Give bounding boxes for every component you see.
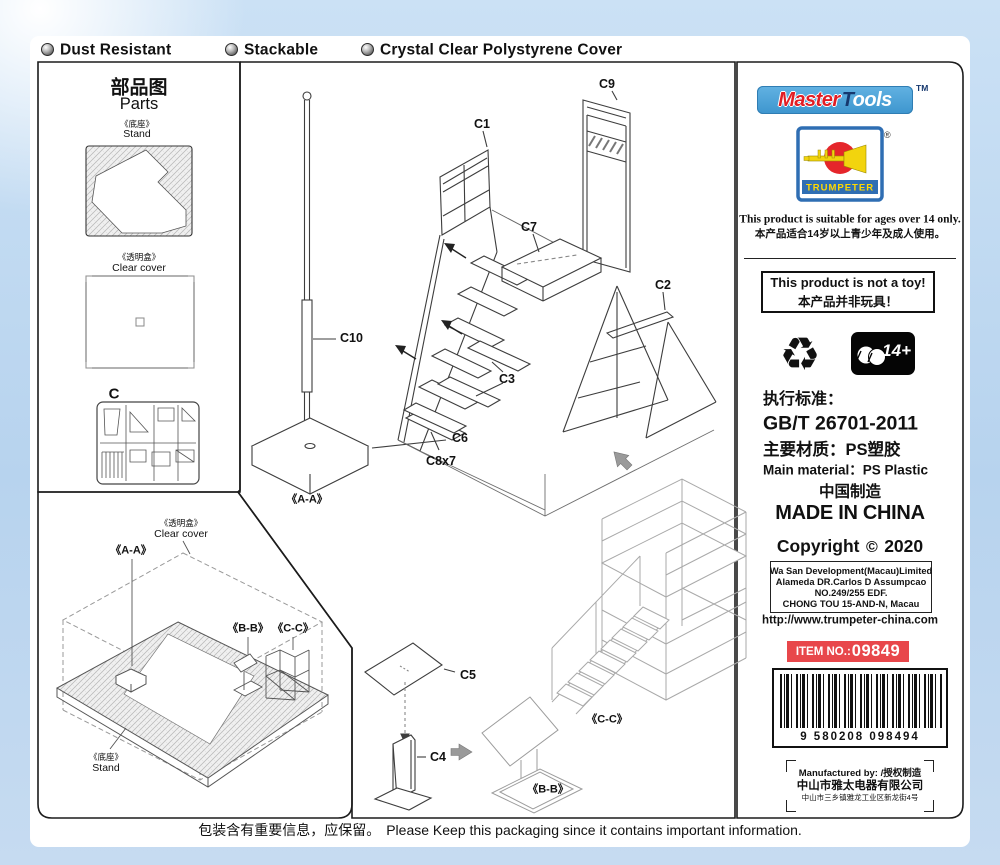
age-notice-zh: 本产品适合14岁以上青少年及成人使用。: [754, 227, 946, 240]
stand-label-zh: 《底座》: [119, 118, 155, 129]
manufacturer-name: 中山市雅太电器有限公司: [796, 780, 924, 792]
feature-bullet-icon: [225, 43, 238, 56]
manufacturer-address: 中山市三乡镇雅龙工业区新龙街4号: [801, 793, 919, 802]
callout-c9: C9: [599, 76, 615, 91]
manufacturer-box: Manufactured by: /授权制造 中山市雅太电器有限公司 中山市三乡…: [786, 760, 934, 812]
feature-stackable: Stackable: [244, 41, 319, 59]
assembly-bb-label: 《B-B》: [227, 622, 269, 635]
age-14-faces-icon: [856, 346, 886, 366]
age-notice-en: This product is suitable for ages over 1…: [739, 213, 961, 226]
copyright-year: 2020: [884, 536, 924, 556]
address-line: NO.249/255 EDF.: [814, 587, 888, 598]
sprue-label: C: [108, 385, 120, 403]
made-in-china-zh: 中国制造: [818, 483, 882, 501]
manufactured-by-line: Manufactured by: /授权制造: [798, 768, 922, 779]
feature-dust-resistant: Dust Resistant: [60, 41, 172, 59]
website-url: http://www.trumpeter-china.com: [762, 614, 938, 627]
registered-mark: ®: [884, 130, 891, 140]
section-cc-label: 《C-C》: [586, 713, 628, 726]
callout-c4: C4: [430, 749, 446, 764]
feature-bullet-icon: [41, 43, 54, 56]
item-number-value: 09849: [851, 642, 901, 660]
made-in-china-en: MADE IN CHINA: [775, 502, 925, 524]
material-zh: 主要材质：PS塑胶: [763, 440, 901, 459]
callout-c6: C6: [452, 430, 468, 445]
master-tools-logo-tools: Tools: [841, 88, 893, 111]
address-line: CHONG TOU 15-AND-N, Macau: [782, 598, 920, 609]
master-tools-logo-master: Master: [778, 88, 840, 111]
assembly-cc-label: 《C-C》: [272, 622, 314, 635]
barcode: 9 580208 098494: [772, 668, 948, 748]
assembly-stand-en: Stand: [92, 761, 120, 774]
section-bb-label: 《B-B》: [527, 783, 569, 796]
callout-c2: C2: [655, 277, 671, 292]
address-box: Wa San Development(Macau)Limited Alameda…: [770, 561, 932, 613]
footer-notice: 包装含有重要信息，应保留。 Please Keep this packaging …: [198, 820, 802, 840]
callout-c1: C1: [474, 116, 490, 131]
barcode-bars-icon: [780, 674, 942, 728]
copyright-symbol: ©: [865, 539, 878, 556]
assembly-cover-zh: 《透明盒》: [159, 517, 203, 528]
section-aa-label: 《A-A》: [286, 493, 328, 506]
callout-c8x7: C8x7: [426, 453, 456, 468]
parts-title-en: Parts: [119, 94, 159, 113]
assembly-cover-en: Clear cover: [154, 527, 208, 540]
callout-c7: C7: [521, 219, 537, 234]
trumpeter-logo: TRUMPETER: [796, 126, 884, 202]
trumpeter-wordmark: TRUMPETER: [806, 183, 874, 194]
callout-c5: C5: [460, 667, 476, 682]
address-line: Alameda DR.Carlos D Assumpcao: [775, 576, 927, 587]
not-a-toy-box: This product is not a toy! 本产品并非玩具！: [761, 271, 935, 313]
assembly-aa-label: 《A-A》: [110, 544, 152, 557]
not-a-toy-en: This product is not a toy!: [770, 274, 926, 290]
footer-notice-en: Please Keep this packaging since it cont…: [386, 822, 802, 838]
manufacturer-box-corners: [786, 760, 934, 812]
trumpet-icon: [803, 144, 867, 174]
divider: [744, 258, 956, 259]
item-number-box: ITEM NO.: 09849: [787, 641, 909, 662]
barcode-digits: 9 580208 098494: [800, 731, 920, 743]
cover-label-en: Clear cover: [112, 261, 166, 274]
not-a-toy-zh: 本产品并非玩具！: [797, 294, 898, 309]
age-14-text: 14+: [882, 341, 911, 360]
item-number-label: ITEM NO.:: [795, 645, 851, 658]
material-en: Main material：PS Plastic: [763, 462, 929, 478]
feature-crystal-cover: Crystal Clear Polystyrene Cover: [380, 41, 623, 59]
stand-label-en: Stand: [123, 127, 151, 140]
standard-label-zh: 执行标准：: [763, 391, 844, 408]
address-line: Wa San Development(Macau)Limited: [769, 565, 933, 576]
callout-c3: C3: [499, 371, 515, 386]
trademark-mark: TM: [916, 83, 929, 93]
standard-number: GB/T 26701-2011: [763, 412, 919, 435]
footer-notice-zh: 包装含有重要信息，应保留。: [198, 822, 381, 838]
assembly-stand-zh: 《底座》: [88, 751, 124, 762]
recycle-icon: ♻: [779, 328, 821, 380]
age-14-badge: 14+: [851, 332, 915, 375]
feature-bullet-icon: [361, 43, 374, 56]
parts-title-zh: 部品图: [110, 77, 168, 99]
copyright-word: Copyright: [776, 536, 860, 556]
callout-c10: C10: [340, 330, 363, 345]
cover-label-zh: 《透明盒》: [117, 251, 161, 262]
copyright-line: Copyright © 2020: [776, 536, 924, 556]
